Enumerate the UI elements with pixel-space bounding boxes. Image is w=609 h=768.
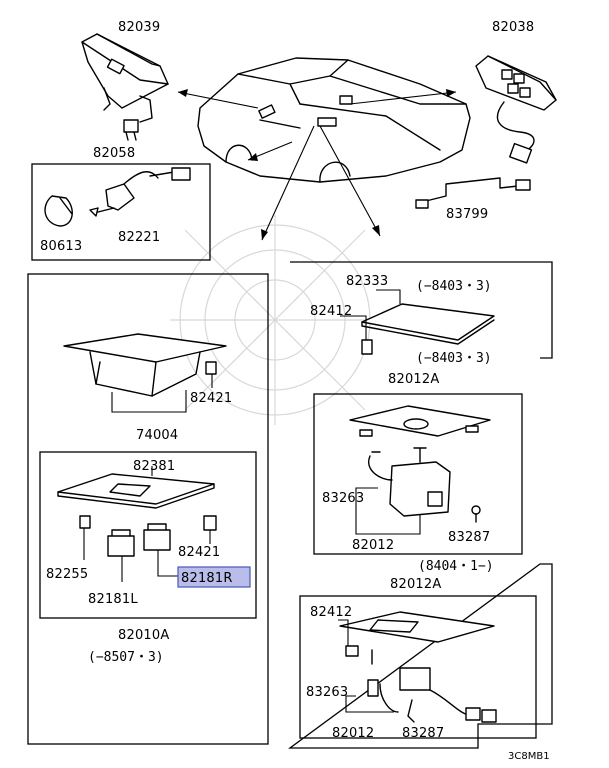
label-date-mid-r: (8404・1−) (418, 559, 494, 574)
highlight-82181R (177, 566, 251, 588)
part-82012A-assembly-2[interactable] (299, 595, 537, 739)
label-83287-b: 83287 (402, 726, 444, 741)
group-82058 (31, 163, 211, 261)
label-82012A-2: 82012A (390, 577, 441, 592)
part-83799-harness[interactable] (415, 177, 531, 209)
part-82181L-switch[interactable] (107, 529, 135, 582)
label-82412-a: 82412 (310, 304, 352, 319)
part-82421-clip-b[interactable] (203, 515, 217, 544)
arrows (177, 89, 457, 241)
label-83799: 83799 (446, 207, 488, 222)
part-82181R-switch[interactable] (143, 523, 178, 577)
label-82058: 82058 (93, 146, 135, 161)
part-74004-tray[interactable] (63, 333, 227, 413)
label-date-top-r1: (−8403・3) (416, 279, 492, 294)
label-82381: 82381 (133, 459, 175, 474)
label-83263-a: 83263 (322, 491, 364, 506)
label-date-left: (−8507・3) (88, 650, 164, 665)
part-82012A-assembly-1[interactable] (349, 405, 491, 535)
label-82421-b: 82421 (178, 545, 220, 560)
part-82038-switch-panel[interactable] (475, 55, 557, 164)
part-82381-plate[interactable] (57, 466, 215, 509)
part-82255-clip[interactable] (79, 515, 91, 560)
label-82010A: 82010A (118, 628, 169, 643)
label-80613: 80613 (40, 239, 82, 254)
car-illustration (197, 57, 471, 183)
right-inner-box-1 (313, 393, 523, 555)
label-date-top-r2: (−8403・3) (416, 351, 492, 366)
right-group-box (288, 261, 553, 749)
label-82181L: 82181L (88, 592, 138, 607)
label-82412-b: 82412 (310, 605, 352, 620)
label-82012-a: 82012 (352, 538, 394, 553)
label-83263-b: 83263 (306, 685, 348, 700)
label-83287-a: 83287 (448, 530, 490, 545)
part-82039-switch-panel[interactable] (81, 33, 169, 141)
left-inner-box (39, 451, 257, 619)
label-82038: 82038 (492, 20, 534, 35)
label-82181R: 82181R (181, 571, 233, 586)
part-82412-clip-a[interactable] (340, 315, 373, 355)
part-82333-cover[interactable] (361, 289, 495, 345)
label-82039: 82039 (118, 20, 160, 35)
label-82012A-1: 82012A (388, 372, 439, 387)
label-82255: 82255 (46, 567, 88, 582)
label-82333: 82333 (346, 274, 388, 289)
label-82421-a: 82421 (190, 391, 232, 406)
label-74004: 74004 (136, 428, 178, 443)
figure-code: 3C8MB1 (508, 751, 550, 762)
label-82221: 82221 (118, 230, 160, 245)
left-group-box (27, 273, 269, 745)
label-82012-b: 82012 (332, 726, 374, 741)
